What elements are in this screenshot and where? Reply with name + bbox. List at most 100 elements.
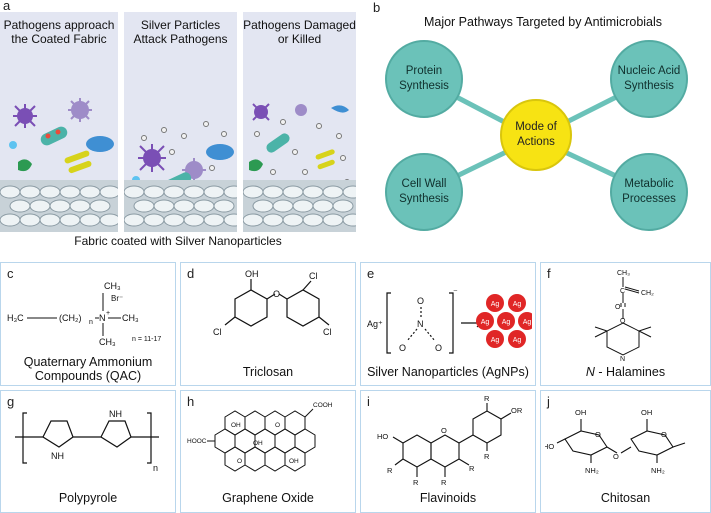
svg-text:Ag: Ag [513,337,522,344]
svg-text:Ag⁺: Ag⁺ [367,319,383,329]
svg-text:NH₂: NH₂ [585,466,599,475]
chitosan-structure: OH OH HO O NH₂ NH₂ O O [545,408,686,475]
svg-text:COOH: COOH [313,402,333,409]
svg-text:O: O [273,289,280,299]
card-letter: c [7,266,14,281]
card-letter: d [187,266,195,281]
svg-text:O: O [615,304,621,311]
compound-name: Silver Nanoparticles (AgNPs) [367,365,529,379]
svg-text:H₃C: H₃C [7,313,24,323]
card-letter: i [367,394,370,409]
stage-title: Pathogens Damaged or Killed [243,18,356,46]
svg-text:R: R [469,464,475,473]
svg-text:OH: OH [253,440,263,447]
card-letter: j [547,394,550,409]
svg-text:n = 11-17: n = 11-17 [132,336,161,343]
svg-text:Ag: Ag [481,319,490,326]
svg-text:R: R [484,394,490,403]
svg-text:CH₃: CH₃ [122,313,139,323]
stage-title: Silver Particles Attack Pathogens [133,18,228,46]
svg-text:Ag: Ag [523,319,532,326]
compound-name: Graphene Oxide [222,491,314,505]
svg-text:O: O [435,343,442,353]
svg-text:⁻: ⁻ [453,287,458,297]
svg-text:OH: OH [245,269,259,279]
polypyrole-structure: NH NH n [15,409,159,473]
flavinoid-structure: HO O R R R R R OR R [377,394,523,487]
svg-text:N: N [417,319,424,329]
compound-name: Polypyrole [58,491,118,505]
svg-text:R: R [387,466,393,475]
svg-text:Br⁻: Br⁻ [111,294,123,303]
svg-text:N: N [620,356,625,363]
panel-a-letter: a [3,0,11,13]
svg-text:CH₂: CH₂ [641,290,654,297]
card-letter: e [367,266,375,281]
card-letter: h [187,394,195,409]
svg-text:CH₃: CH₃ [617,270,630,277]
graphene-oxide-structure: COOH HOOC OH OH OH O O [187,402,333,472]
fabric-icon [243,180,356,232]
svg-text:O: O [275,422,280,429]
svg-text:NH: NH [109,409,122,419]
svg-text:O: O [441,426,447,435]
svg-text:OR: OR [511,406,523,415]
svg-text:n: n [153,463,158,473]
compound-name: N - Halamines [585,365,666,379]
svg-text:OH: OH [289,458,299,465]
card-letter: g [7,394,15,409]
stage-killed: Pathogens Damaged or Killed [243,12,356,232]
svg-text:OH: OH [231,422,241,429]
svg-text:C: C [620,288,625,295]
card-triclosan: d OH O Cl Cl Cl Triclosan [180,262,356,386]
svg-text:R: R [484,452,490,461]
svg-text:O: O [661,430,667,439]
svg-text:Ag: Ag [502,319,511,326]
node-nucleic-acid-synthesis: Nucleic Acid Synthesis [610,40,688,118]
svg-text:HO: HO [377,432,388,441]
panel-a-caption: Fabric coated with Silver Nanoparticles [74,234,282,248]
svg-text:R: R [413,478,419,487]
panel-b-title: Major Pathways Targeted by Antimicrobial… [423,15,663,29]
card-halamines: f CH₃ CH₂ C O O N N - Halamines [540,262,711,386]
card-letter: f [547,266,551,281]
svg-text:CH₃: CH₃ [104,281,121,291]
svg-text:R: R [441,478,447,487]
svg-text:O: O [399,343,406,353]
node-mode-of-actions: Mode of Actions [500,99,572,171]
svg-text:OH: OH [575,408,586,417]
card-polypyrole: g NH NH n Polypyrole [0,390,176,513]
svg-text:Cl: Cl [309,271,318,281]
halamine-structure: CH₃ CH₂ C O O N [594,270,654,363]
stage-title: Pathogens approach the Coated Fabric [3,18,115,46]
svg-text:NH₂: NH₂ [651,466,665,475]
fabric-icon [124,180,237,232]
stage-attack: Silver Particles Attack Pathogens [124,12,237,232]
svg-text:n: n [89,319,93,326]
stage-approach: Pathogens approach the Coated Fabric [0,12,118,232]
svg-text:HOOC: HOOC [187,438,207,445]
svg-text:OH: OH [641,408,652,417]
panel-b-letter: b [373,0,381,15]
svg-text:HO: HO [545,442,554,451]
compound-name: Flavinoids [419,491,477,505]
svg-text:Cl: Cl [323,327,332,337]
card-graphene-oxide: h COOH HOOC OH OH OH O O [180,390,356,513]
node-metabolic-processes: Metabolic Processes [610,153,688,231]
svg-text:(CH₂): (CH₂) [59,313,82,323]
svg-text:O: O [237,458,242,465]
svg-text:O: O [613,452,619,461]
card-qac: c H₃C (CH₂) n N + CH₃ CH₃ CH₃ Br⁻ n = 11… [0,262,176,386]
svg-text:O: O [595,430,601,439]
fabric-icon [0,180,118,232]
triclosan-structure: OH O Cl Cl Cl [213,269,332,337]
svg-text:CH₃: CH₃ [99,337,116,347]
svg-text:O: O [417,296,424,306]
compound-name: Triclosan [242,365,294,379]
node-cell-wall-synthesis: Cell Wall Synthesis [385,153,463,231]
qac-structure: H₃C (CH₂) n N + CH₃ CH₃ CH₃ Br⁻ n = 11-1… [7,281,161,347]
node-protein-synthesis: Protein Synthesis [385,40,463,118]
compound-name: Quaternary Ammonium Compounds (QAC) [23,355,153,383]
